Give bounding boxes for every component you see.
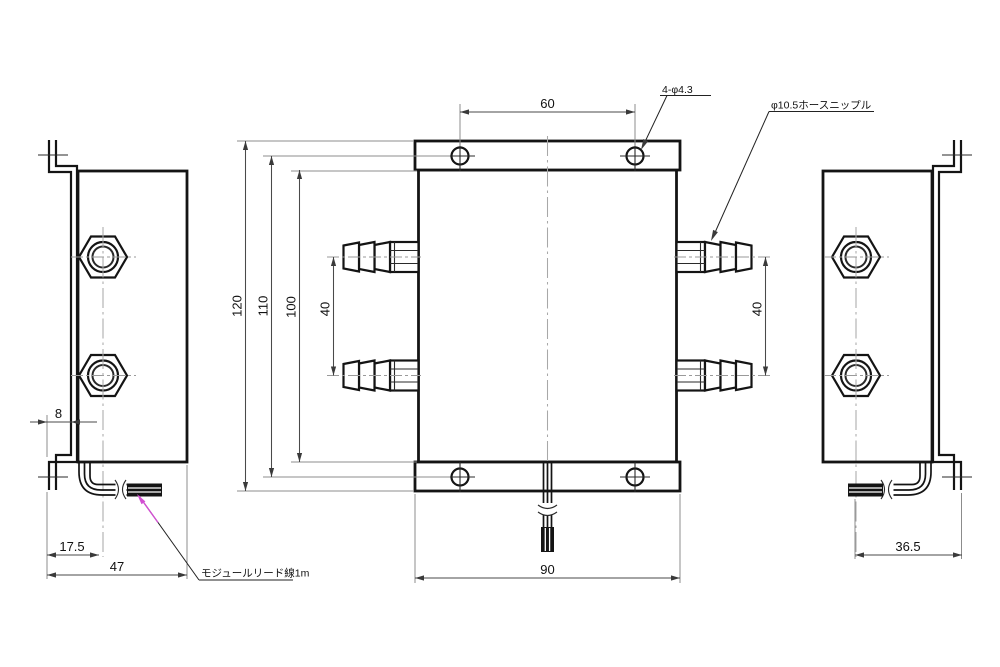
dimension-60: 60: [459, 96, 636, 146]
annotation-module-lead: モジュールリード線1m: [137, 494, 310, 581]
leader-line: [712, 111, 770, 238]
break-symbol: [114, 479, 120, 500]
arrowhead: [762, 257, 769, 266]
break-symbol: [537, 504, 558, 510]
break-symbol: [880, 479, 886, 500]
front-lead-wire: [537, 462, 558, 552]
mounting-hole-bottom-right: [620, 462, 650, 492]
dimension-text: 8: [55, 406, 62, 421]
wire-line: [89, 461, 130, 486]
wire-line: [892, 461, 921, 486]
dimension-120: 120: [230, 140, 414, 492]
annotations: 4-φ4.3 φ10.5ホースニップル モジュールリード線1m: [137, 84, 874, 581]
dimension-90: 90: [414, 494, 681, 583]
bracket-inner-face: [931, 140, 963, 490]
dimension-text: 100: [284, 296, 299, 318]
dimension-100: 100: [284, 170, 417, 463]
annotation-mounting-holes: 4-φ4.3: [641, 84, 711, 150]
dimension-text: 40: [318, 302, 333, 316]
front-view: [327, 136, 771, 552]
arrowhead: [242, 141, 249, 150]
arrowhead: [268, 468, 275, 477]
arrowhead: [296, 453, 303, 462]
dimension-text: 60: [540, 96, 554, 111]
annotation-text: 4-φ4.3: [662, 84, 693, 96]
dimension-text: 120: [230, 295, 245, 317]
dimension-17-5: 17.5: [46, 492, 99, 559]
arrowhead: [855, 552, 864, 558]
annotation-text: モジュールリード線1m: [201, 567, 310, 580]
dimension-text: 47: [110, 559, 124, 574]
break-symbol: [537, 511, 558, 517]
right-side-view: [821, 140, 972, 557]
dimension-text: 36.5: [895, 539, 920, 554]
wire-tip: [848, 483, 883, 497]
break-symbol: [121, 479, 127, 500]
arrowhead: [178, 572, 187, 578]
arrowhead: [47, 552, 56, 558]
lead-wire: [78, 461, 162, 500]
leader-arrowhead: [641, 139, 649, 150]
arrowhead: [671, 575, 680, 581]
dimension-text: 17.5: [59, 539, 84, 554]
dimension-110: 110: [256, 155, 450, 478]
dimension-36-5: 36.5: [854, 493, 962, 559]
arrowhead: [38, 419, 47, 425]
leader-line: [642, 95, 668, 147]
arrowhead: [626, 109, 635, 115]
arrowhead: [762, 366, 769, 376]
dimension-text: 90: [540, 562, 554, 577]
side-body: [821, 169, 934, 464]
leader-arrowhead: [711, 229, 718, 241]
annotation-text: φ10.5ホースニップル: [771, 100, 871, 112]
wire-line: [892, 461, 932, 496]
leader-arrowhead: [137, 494, 146, 505]
arrowhead: [330, 257, 337, 266]
break-symbol: [887, 479, 893, 500]
arrowhead: [460, 109, 469, 115]
lead-wire: [848, 461, 932, 500]
annotation-hose-nipple: φ10.5ホースニップル: [711, 100, 874, 241]
arrowhead: [242, 482, 249, 491]
wire-line: [78, 461, 130, 496]
bracket-outer-face: [47, 140, 73, 490]
dimension-text: 110: [256, 296, 271, 317]
wire-line: [892, 461, 927, 491]
arrowhead: [330, 366, 337, 376]
arrowhead: [296, 170, 303, 179]
left-side-view: [38, 140, 189, 557]
arrowhead: [90, 552, 99, 558]
wire-tip: [541, 527, 554, 552]
arrowhead: [71, 419, 80, 425]
side-body: [76, 169, 189, 464]
break-gap: [115, 481, 127, 499]
bracket-inner-face: [47, 140, 79, 490]
dimension-text: 40: [750, 302, 765, 316]
dimension-40-left: 40: [318, 257, 337, 376]
dimension-8: 8: [30, 406, 97, 457]
bracket-outer-face: [937, 140, 963, 490]
arrowhead: [415, 575, 424, 581]
arrowhead: [268, 156, 275, 165]
arrowhead: [953, 552, 962, 558]
arrowhead: [47, 572, 56, 578]
dimension-40-right: 40: [750, 257, 769, 376]
wire-tip: [127, 483, 162, 497]
dimensions: 60 90 120 110: [30, 96, 962, 583]
wire-line: [83, 461, 130, 491]
dimension-47: 47: [46, 465, 188, 579]
